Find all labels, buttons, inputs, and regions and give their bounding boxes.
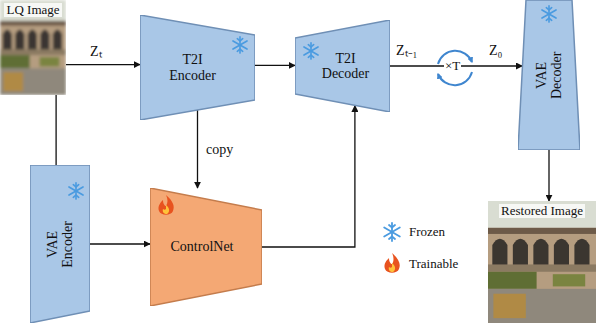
legend-snowflake: [384, 223, 400, 241]
network-block: T2I Encoder: [140, 15, 255, 120]
loop-arc-bottom: [438, 72, 472, 85]
connector-arrow: [66, 64, 140, 65]
image-box: LQ Image: [0, 0, 66, 95]
block-label: ControlNet: [152, 239, 252, 254]
snowflake-icon: [304, 43, 318, 59]
block-label: T2I Decoder: [311, 51, 381, 82]
connector-arrow: [262, 106, 355, 247]
snowflake-icon: [233, 37, 247, 53]
loop-count: ×T: [444, 59, 461, 73]
block-label: VAE Encoder: [45, 209, 76, 279]
block-label: VAE Decoder: [534, 43, 565, 107]
flame-icon: [158, 195, 173, 215]
image-box: Restored Image: [488, 201, 596, 323]
connector-arrow: [55, 95, 56, 165]
edge-label: Zₜ: [88, 44, 104, 59]
image-caption: Restored Image: [499, 204, 585, 218]
snowflake-icon: [542, 6, 556, 22]
connector-arrow: [255, 65, 295, 66]
edge-label: copy: [204, 142, 235, 157]
legend-text: Trainable: [409, 257, 458, 271]
photo-illustration: [488, 201, 596, 323]
legend-flame: [384, 253, 399, 273]
connector-arrow: [197, 110, 198, 189]
legend-text: Frozen: [409, 225, 445, 239]
latent-label: Z₀: [487, 43, 504, 58]
snowflake-icon: [69, 183, 83, 199]
network-block: VAE Encoder: [30, 165, 90, 323]
network-block: ControlNet: [150, 188, 262, 306]
network-block: T2I Decoder: [295, 20, 390, 112]
block-label: T2I Encoder: [158, 52, 228, 83]
latent-label: Zₜ₋₁: [394, 43, 419, 58]
image-caption: LQ Image: [4, 3, 61, 17]
network-block: VAE Decoder: [518, 0, 580, 150]
connector-arrow: [548, 150, 549, 201]
connector-arrow: [90, 243, 150, 244]
